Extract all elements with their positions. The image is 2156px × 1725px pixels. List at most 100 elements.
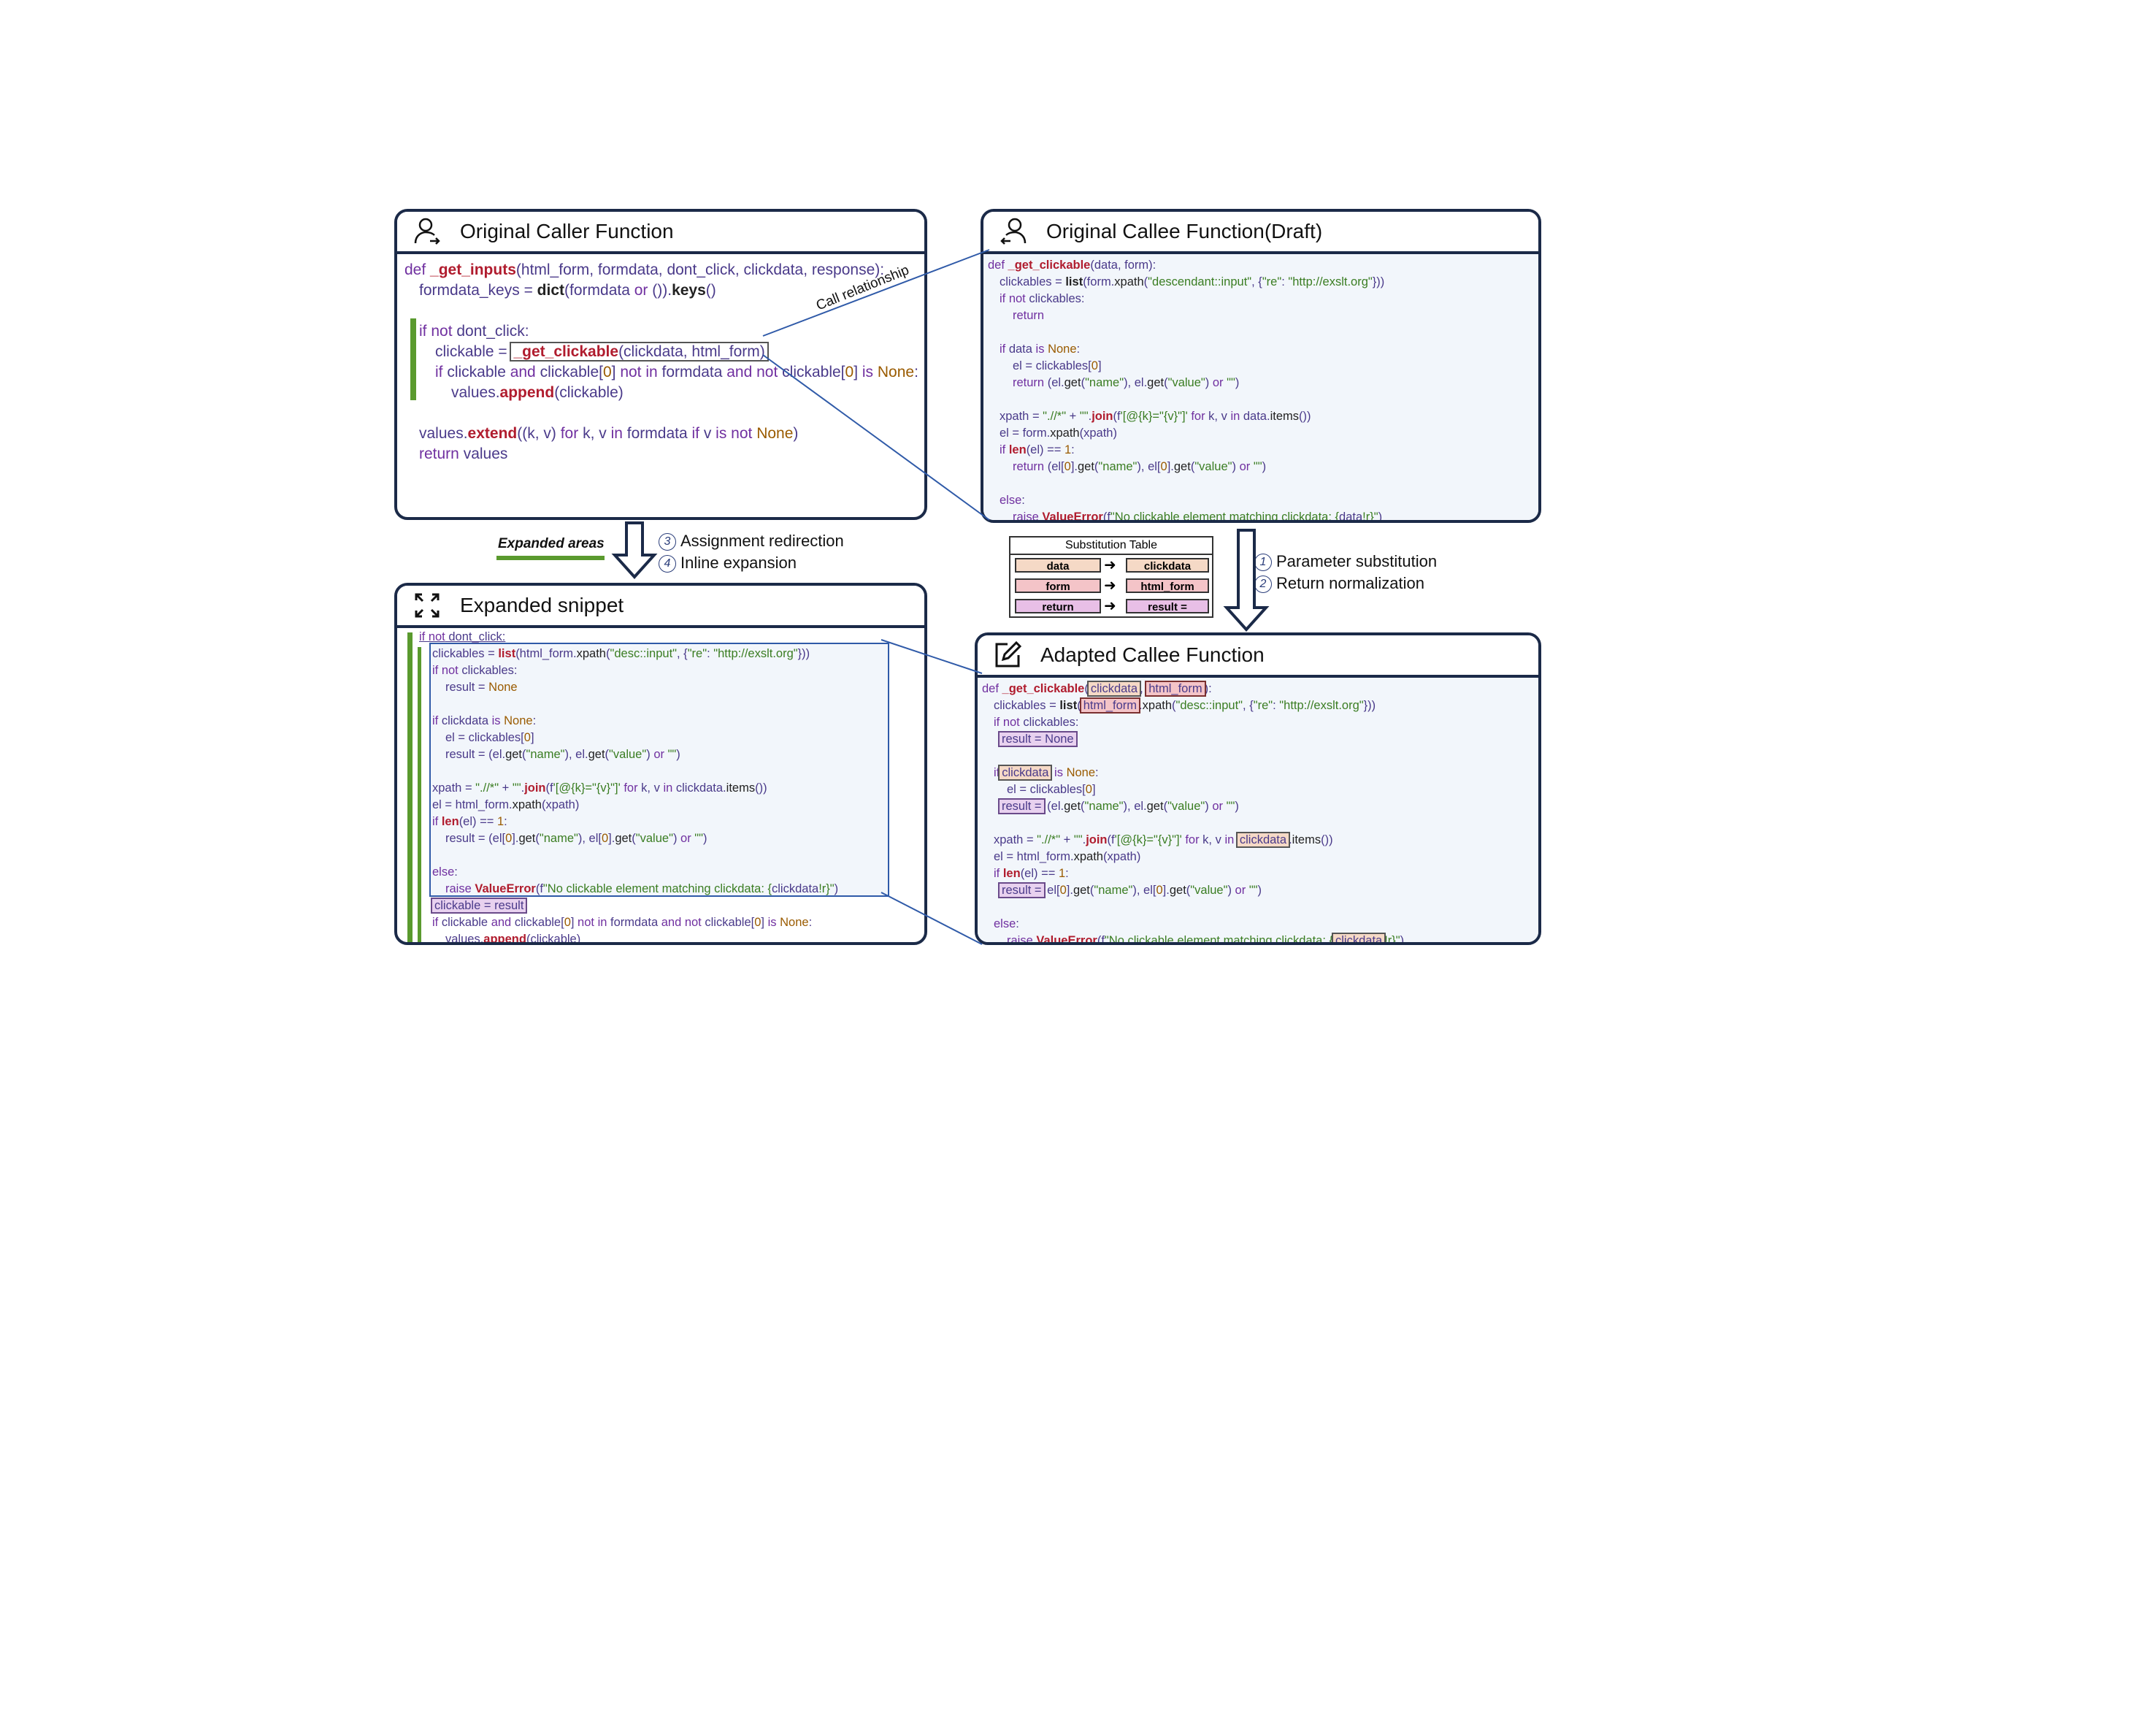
step1-number: 1 [1254,554,1272,572]
substitution-table: Substitution Table data ➜ clickdata form… [1009,536,1213,618]
sub-from-form: form [1015,578,1101,593]
expanded-line-10: xpath = ".//*" + "".join(f'[@{k}="{v}"]'… [432,781,767,795]
adapted-line-2: clickables = list(html_form.xpath("desc:… [994,697,1376,714]
step2-text: Return normalization [1276,574,1424,592]
adapted-line-3: if not clickables: [994,716,1079,729]
callee-panel: Original Callee Function(Draft) def _get… [981,209,1541,523]
expanded-line-7: el = clickables[0] [445,731,534,744]
expanded-areas-underline [496,556,605,560]
caller-line-6: if clickable and clickable[0] not in for… [435,364,918,380]
callee-line-15: else: [1000,494,1025,507]
expanded-line-12: if len(el) == 1: [432,815,507,828]
callee-line-10: xpath = ".//*" + "".join(f'[@{k}="{v}"]'… [1000,410,1311,423]
callee-code: def _get_clickable(data, form): clickabl… [983,254,1538,523]
user-arrow-icon [410,215,444,248]
step3-text: Assignment redirection [680,532,844,550]
caller-line-2: formdata_keys = dict(formdata or ()).key… [419,282,716,299]
caller-line-10: return values [419,445,508,462]
sub-row-1: data ➜ clickdata [1015,558,1209,574]
sub-arrow-icon: ➜ [1104,557,1116,573]
caller-line-5: clickable = _get_clickable(clickdata, ht… [435,342,769,362]
callee-line-4: return [1013,309,1045,322]
adapted-panel: Adapted Callee Function def _get_clickab… [975,632,1541,945]
callee-line-7: el = clickables[0] [1013,359,1102,372]
caller-header: Original Caller Function [397,212,924,254]
callee-title: Original Callee Function(Draft) [1046,220,1323,242]
sub-to-html-form: html_form [1126,578,1209,593]
expanded-line-16: raise ValueError(f"No clickable element … [445,882,839,895]
caller-line-4: if not dont_click: [419,323,529,340]
sub-to-result: result = [1126,599,1209,613]
user-return-icon [997,215,1030,248]
sub-to-clickdata: clickdata [1126,558,1209,573]
expanded-line-2: clickables = list(html_form.xpath("desc:… [432,647,810,660]
expanded-title: Expanded snippet [460,594,624,616]
adapted-line-12: if len(el) == 1: [994,867,1069,880]
caller-line-9: values.extend((k, v) for k, v in formdat… [419,425,799,442]
callee-line-8: return (el.get("name"), el.get("value") … [1013,376,1240,389]
arrow-down-left [611,521,658,579]
expanded-line-8: result = (el.get("name"), el.get("value"… [445,748,680,761]
expanded-header: Expanded snippet [397,586,924,628]
caller-expanded-bar [410,318,416,400]
caller-title: Original Caller Function [460,220,674,242]
adapted-title: Adapted Callee Function [1040,643,1265,666]
edit-icon [991,638,1024,672]
caller-line-7: values.append(clickable) [451,384,624,401]
expanded-code: if not dont_click: clickables = list(htm… [397,628,924,945]
caller-line-1: def _get_inputs(html_form, formdata, don… [404,261,885,278]
step4-text: Inline expansion [680,554,797,572]
callee-line-12: if len(el) == 1: [1000,443,1075,456]
callee-line-16: raise ValueError(f"No clickable element … [1013,510,1383,523]
sub-row-3: return ➜ result = [1015,599,1209,615]
callee-line-3: if not clickables: [1000,292,1085,305]
expanded-line-18: if clickable and clickable[0] not in for… [432,916,813,929]
callee-line-1: def _get_clickable(data, form): [988,259,1156,272]
callee-line-6: if data is None: [1000,343,1081,356]
sub-arrow-icon: ➜ [1104,578,1116,594]
adapted-code: def _get_clickable(clickdata, html_form)… [978,678,1538,942]
expanded-line-13: result = (el[0].get("name"), el[0].get("… [445,832,707,845]
adapted-line-4: result = None [998,731,1078,747]
expanded-panel: Expanded snippet if not dont_click: clic… [394,583,927,945]
expand-icon [410,589,444,622]
step4-number: 4 [659,555,676,573]
adapted-line-11: el = html_form.xpath(xpath) [994,850,1141,863]
expanded-line-6: if clickdata is None: [432,714,537,727]
adapted-line-15: else: [994,917,1019,930]
adapted-header: Adapted Callee Function [978,635,1538,678]
expanded-line-3: if not clickables: [432,664,518,677]
step3-number: 3 [659,533,676,551]
expanded-line-4: result = None [445,681,518,694]
sub-row-2: form ➜ html_form [1015,578,1209,594]
substitution-table-title: Substitution Table [1010,538,1212,555]
adapted-line-16: raise ValueError(f"No clickable element … [1007,933,1404,942]
sub-arrow-icon: ➜ [1104,598,1116,614]
callee-line-2: clickables = list(form.xpath("descendant… [1000,275,1385,288]
caller-panel: Original Caller Function def _get_inputs… [394,209,927,520]
callee-line-13: return (el[0].get("name"), el[0].get("va… [1013,460,1267,473]
adapted-line-8: result = (el.get("name"), el.get("value"… [998,798,1239,814]
expanded-bar-outer [407,632,413,942]
step2-number: 2 [1254,575,1272,594]
expanded-inline-region [429,643,889,897]
callee-header: Original Callee Function(Draft) [983,212,1538,254]
adapted-line-10: xpath = ".//*" + "".join(f'[@{k}="{v}"]'… [994,832,1333,848]
adapted-line-13: result = el[0].get("name"), el[0].get("v… [998,882,1262,898]
expanded-line-19: values.append(clickable) [445,933,581,945]
expanded-line-11: el = html_form.xpath(xpath) [432,798,580,811]
sub-from-data: data [1015,558,1101,573]
expanded-areas-label: Expanded areas [498,536,605,551]
adapted-line-7: el = clickables[0] [1007,783,1096,796]
expanded-line-17: clickable = result [430,898,528,914]
expanded-line-1: if not dont_click: [419,630,506,643]
sub-from-return: return [1015,599,1101,613]
callee-line-11: el = form.xpath(xpath) [1000,427,1117,440]
adapted-line-1: def _get_clickable(clickdata, html_form)… [982,681,1212,697]
